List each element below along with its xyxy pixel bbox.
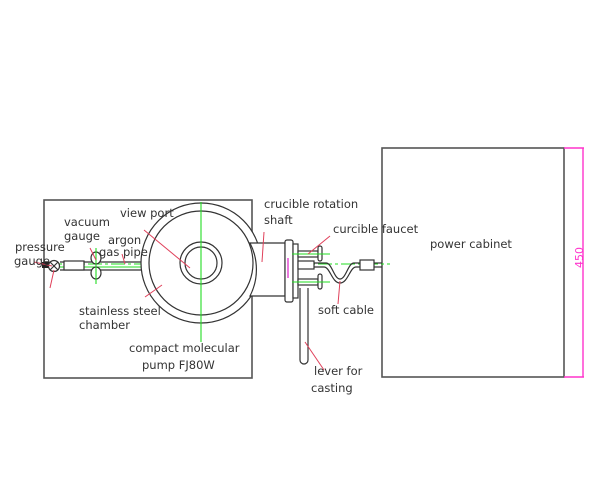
cabinet-height-dimension: 450 bbox=[564, 147, 586, 378]
label-argon-line1: argon bbox=[108, 233, 141, 247]
label-power-cabinet: power cabinet bbox=[430, 237, 512, 251]
label-vacuum-gauge-line2: gauge bbox=[64, 229, 100, 243]
label-rotation-shaft-line2: shaft bbox=[264, 213, 293, 227]
label-rotation-shaft-line1: crucible rotation bbox=[264, 197, 358, 211]
label-stainless-chamber-line1: stainless steel bbox=[79, 304, 161, 318]
casting-lever bbox=[299, 288, 309, 365]
power-cabinet-box bbox=[381, 147, 565, 378]
label-argon-line2: gas pipe bbox=[99, 245, 148, 259]
argon-gas-pipe bbox=[60, 260, 148, 271]
label-lever-line1: lever for bbox=[314, 364, 363, 378]
label-lever-line2: casting bbox=[311, 381, 353, 395]
label-soft-cable: soft cable bbox=[318, 303, 374, 317]
label-view-port: view port bbox=[120, 206, 174, 220]
label-crucible-faucet: curcible faucet bbox=[333, 222, 419, 236]
label-compact-pump-line1: compact molecular bbox=[129, 341, 240, 355]
label-stainless-chamber-line2: chamber bbox=[79, 318, 130, 332]
label-pressure-gauge-line1: pressure bbox=[15, 240, 65, 254]
vacuum-gauge bbox=[90, 248, 102, 284]
label-pressure-gauge-line2: gauge bbox=[14, 254, 50, 268]
crucible-rotation-shaft bbox=[249, 239, 299, 303]
label-vacuum-gauge-line1: vacuum bbox=[64, 215, 110, 229]
crucible-faucet-middle bbox=[297, 260, 315, 270]
dimension-value: 450 bbox=[573, 247, 586, 268]
leader-lines bbox=[33, 229, 341, 371]
soft-cable bbox=[314, 259, 382, 284]
label-compact-pump-line2: pump FJ80W bbox=[142, 358, 215, 372]
